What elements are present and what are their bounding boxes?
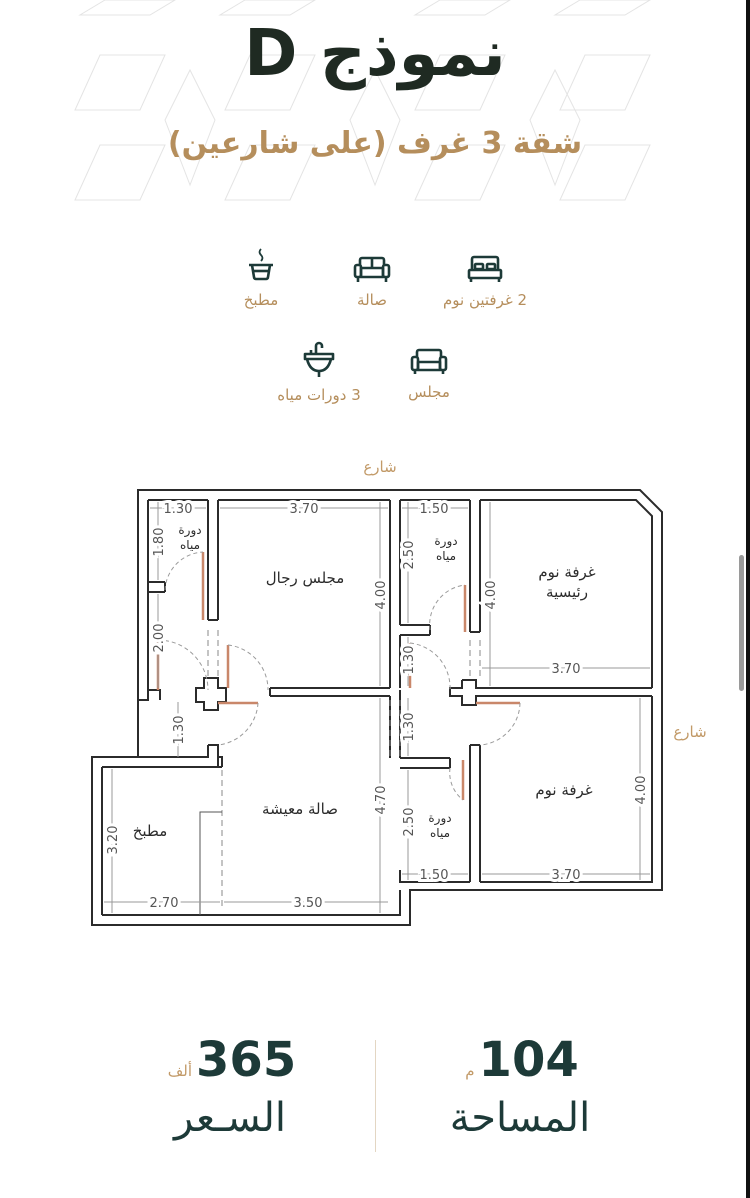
room-bedroom: غرفة نوم	[535, 781, 592, 799]
vertical-scrollbar[interactable]	[739, 555, 744, 691]
svg-text:3.70: 3.70	[552, 662, 581, 677]
svg-text:3.70: 3.70	[552, 868, 581, 883]
dimension-labels: 1.30 3.70 1.50 3.70 1.50 3.70 2.70 3.50 …	[103, 499, 652, 914]
street-label-right: شارع	[673, 723, 706, 741]
svg-text:4.00: 4.00	[634, 776, 649, 805]
stats-section: 104م المساحة 365ألف السـعر	[0, 1030, 750, 1160]
room-living: صالة معيشة	[262, 800, 338, 818]
price-stat: 365ألف السـعر	[110, 1030, 350, 1146]
sofa-icon	[353, 256, 391, 282]
svg-text:رئيسية: رئيسية	[546, 583, 588, 601]
area-label: المساحة	[449, 1095, 591, 1141]
cooking-pot-icon	[249, 248, 273, 281]
feature-kitchen: مطبخ	[196, 247, 326, 309]
svg-text:1.50: 1.50	[420, 868, 449, 883]
area-unit: م	[465, 1062, 475, 1080]
room-mens-majlis: مجلس رجال	[266, 569, 345, 587]
room-bath-2: دورة	[434, 534, 457, 549]
feature-label: 2 غرفتين نوم	[442, 291, 528, 309]
area-stat: 104م المساحة	[400, 1030, 640, 1146]
svg-text:مياه: مياه	[430, 826, 450, 840]
svg-text:4.70: 4.70	[374, 786, 389, 815]
room-master-bedroom: غرفة نوم	[538, 563, 595, 581]
room-bath-1: دورة	[178, 523, 201, 538]
feature-label: مجلس	[408, 383, 450, 401]
page-title: نموذج D	[244, 17, 506, 91]
room-bath-3: دورة	[428, 811, 451, 826]
feature-bathrooms: 3 دورات مياه	[254, 340, 384, 404]
armchair-icon	[410, 348, 448, 374]
svg-text:2.70: 2.70	[150, 896, 179, 911]
room-labels: مجلس رجال غرفة نوم رئيسية غرفة نوم صالة …	[133, 563, 596, 840]
page-subtitle: شقة 3 غرف (على شارعين)	[167, 126, 583, 161]
feature-living: صالة	[307, 255, 437, 309]
area-value: 104	[478, 1032, 579, 1088]
feature-label: صالة	[357, 291, 387, 309]
feature-bedrooms: 2 غرفتين نوم	[420, 255, 550, 309]
room-kitchen: مطبخ	[133, 822, 168, 840]
svg-text:1.80: 1.80	[152, 528, 167, 557]
svg-text:1.30: 1.30	[402, 646, 417, 675]
svg-text:2.50: 2.50	[402, 808, 417, 837]
svg-text:مياه: مياه	[180, 538, 200, 552]
svg-text:3.20: 3.20	[106, 826, 121, 855]
background-diamond-pattern	[74, 0, 651, 201]
bed-icon	[467, 255, 503, 282]
svg-text:1.30: 1.30	[402, 713, 417, 742]
svg-text:4.00: 4.00	[484, 581, 499, 610]
screen-edge	[746, 0, 750, 1198]
price-value: 365	[196, 1032, 297, 1088]
bathroom-labels: دورة مياه دورة مياه دورة مياه	[178, 523, 457, 840]
svg-text:1.30: 1.30	[172, 716, 187, 745]
svg-text:4.00: 4.00	[374, 581, 389, 610]
svg-text:1.50: 1.50	[420, 502, 449, 517]
feature-majlis: مجلس	[364, 347, 494, 401]
street-label-top: شارع	[363, 458, 396, 476]
svg-text:2.00: 2.00	[152, 624, 167, 653]
svg-text:مياه: مياه	[436, 549, 456, 563]
floor-plan: شارع شارع	[91, 458, 707, 926]
svg-text:3.50: 3.50	[294, 896, 323, 911]
stats-divider	[375, 1040, 376, 1152]
svg-text:2.50: 2.50	[402, 541, 417, 570]
svg-text:1.30: 1.30	[164, 502, 193, 517]
sink-icon	[303, 341, 335, 377]
feature-label: مطبخ	[243, 291, 279, 309]
svg-text:3.70: 3.70	[290, 502, 319, 517]
feature-label: 3 دورات مياه	[277, 386, 361, 404]
price-unit: ألف	[167, 1062, 193, 1080]
price-label: السـعر	[173, 1095, 287, 1141]
